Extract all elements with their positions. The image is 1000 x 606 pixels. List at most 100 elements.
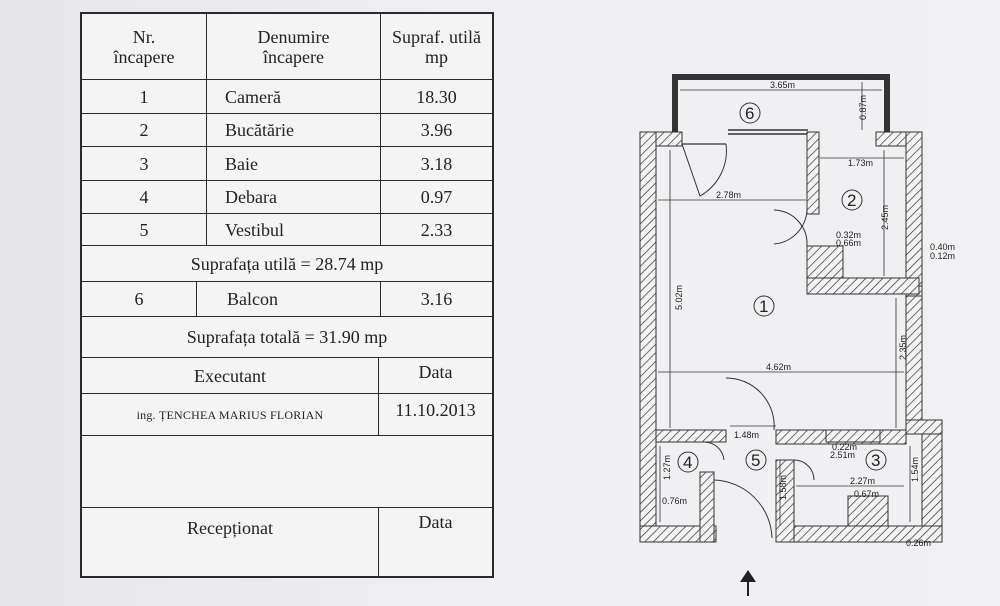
- wall-right-bottom: [921, 427, 943, 541]
- receptionat-row: Recepționat Data: [82, 508, 492, 576]
- dim-kitchen-width: 1.73m: [848, 158, 873, 168]
- kitchen-wall: [806, 277, 920, 295]
- dim-room-length: 5.02m: [674, 285, 684, 310]
- dim-wall-a: 0.32m: [836, 230, 861, 240]
- room-nr: 5: [139, 219, 149, 240]
- room-name: Balcon: [196, 282, 380, 316]
- wall-bottom-left: [639, 525, 717, 543]
- room-name: Bucătărie: [206, 114, 380, 146]
- dim-kitchen-length: 2.45m: [880, 205, 890, 230]
- room-area: 3.18: [380, 147, 492, 180]
- door-kitchen-swing: [773, 209, 808, 247]
- header-name-line2: încapere: [263, 46, 324, 67]
- dim-closet-width: 0.76m: [662, 496, 687, 506]
- receptionat-label: Recepționat: [187, 518, 273, 538]
- dim-wall-corner: 0.26m: [906, 538, 931, 548]
- table-row: 6 Balcon 3.16: [82, 282, 492, 317]
- kitchen-wall: [806, 131, 820, 215]
- room-nr: 6: [134, 289, 144, 309]
- door-swing: [681, 143, 727, 197]
- dim-closet-length: 1.27m: [662, 455, 672, 480]
- table-header-row: Nr. încapere Denumire încapere Supraf. u…: [82, 14, 492, 80]
- total-area-text: Suprafața totală = 31.90 mp: [186, 327, 388, 347]
- dim-hall-entry: 1.48m: [734, 430, 759, 440]
- header-nr-line2: încapere: [113, 46, 175, 67]
- header-area-line2: mp: [424, 46, 448, 67]
- room-number-1: 1: [759, 297, 768, 316]
- room-area: 3.16: [380, 282, 492, 316]
- door-entry-swing: [725, 377, 775, 431]
- header-nr: Nr. încapere: [82, 14, 206, 79]
- dim-bath-wall-b: 0.67m: [854, 489, 879, 499]
- dimension-lines: [658, 82, 911, 526]
- door-closet-swing: [703, 441, 725, 461]
- dim-balcony-depth: 0.87m: [858, 95, 868, 120]
- door-bath-swing: [793, 459, 815, 481]
- room-nr: 2: [139, 120, 149, 140]
- dim-vestibule-length: 1.58m: [778, 475, 788, 500]
- executant-header-row: Executant Data: [82, 358, 492, 394]
- room-nr: 1: [139, 86, 149, 107]
- door-kitchen-swing: [773, 209, 808, 245]
- room-number-4: 4: [683, 453, 692, 472]
- executant-row: ing. ȚENCHEA MARIUS FLORIAN 11.10.2013: [82, 394, 492, 436]
- dim-bath-wall: 0.22m: [832, 442, 857, 452]
- wall-right-mid: [905, 295, 923, 431]
- room-area: 0.97: [380, 181, 492, 213]
- inner-wall: [699, 471, 715, 543]
- useful-area-row: Suprafața utilă = 28.74 mp: [82, 246, 492, 282]
- room-number-5: 5: [751, 451, 760, 470]
- area-table: Nr. încapere Denumire încapere Supraf. u…: [80, 12, 494, 578]
- room-markers: 6 2 1 4 5 3: [677, 102, 887, 473]
- total-area-row: Suprafața totală = 31.90 mp: [82, 317, 492, 358]
- dim-wall-d: 0.12m: [930, 251, 955, 261]
- room-name: Vestibul: [206, 214, 380, 245]
- signature-row: [82, 436, 492, 508]
- table-row: 3 Baie 3.18: [82, 147, 492, 181]
- header-area-line1: Supraf. utilă: [392, 26, 481, 47]
- dim-room-right: 2.35m: [898, 335, 908, 360]
- header-area: Supraf. utilă mp: [380, 14, 492, 79]
- dim-balcony-width: 3.65m: [770, 80, 795, 90]
- room-name: Debara: [206, 181, 380, 213]
- wall: [905, 419, 943, 435]
- room-name: Baie: [206, 147, 380, 180]
- floor-plan-drawing: 3.65m 0.87m 1.73m 2.78m 2.45m 0.32m 0.66…: [639, 74, 955, 596]
- balcony-wall: [672, 74, 890, 132]
- dim-wall-c: 0.40m: [930, 242, 955, 252]
- table-row: 5 Vestibul 2.33: [82, 214, 492, 246]
- room-name: Cameră: [206, 80, 380, 113]
- room-area: 2.33: [380, 214, 492, 245]
- room-number-3: 3: [871, 451, 880, 470]
- table-row: 4 Debara 0.97: [82, 181, 492, 214]
- dim-room-width: 4.62m: [766, 362, 791, 372]
- floor-plan: 3.65m 0.87m 1.73m 2.78m 2.45m 0.32m 0.66…: [600, 60, 1000, 606]
- wall-right-top: [905, 131, 923, 301]
- header-name-line1: Denumire: [257, 26, 330, 47]
- dim-wall-b: 0.66m: [836, 238, 861, 248]
- date-label: Data: [378, 358, 492, 393]
- dim-hall-width: 2.78m: [716, 190, 741, 200]
- room-area: 3.96: [380, 114, 492, 146]
- useful-area-text: Suprafața utilă = 28.74 mp: [190, 253, 384, 274]
- receptionat-date-label: Data: [378, 508, 492, 576]
- dim-bath-width: 2.51m: [830, 450, 855, 460]
- executant-date: 11.10.2013: [378, 394, 492, 435]
- entrance-arrow-icon: [740, 570, 756, 596]
- inner-wall: [847, 495, 889, 527]
- executant-label: Executant: [194, 365, 266, 386]
- room-number-2: 2: [847, 191, 856, 210]
- inner-wall: [775, 459, 795, 543]
- table-row: 2 Bucătărie 3.96: [82, 114, 492, 147]
- room-number-6: 6: [745, 104, 754, 123]
- dim-bath-inner: 2.27m: [850, 476, 875, 486]
- header-nr-line1: Nr.: [132, 26, 156, 47]
- wall-left: [639, 131, 657, 541]
- executant-name: ing. ȚENCHEA MARIUS FLORIAN: [136, 407, 324, 422]
- room-nr: 3: [139, 153, 149, 174]
- header-name: Denumire încapere: [206, 14, 380, 79]
- inner-wall: [825, 429, 881, 443]
- inner-wall: [655, 429, 727, 443]
- room-area: 18.30: [380, 80, 492, 113]
- table-row: 1 Cameră 18.30: [82, 80, 492, 114]
